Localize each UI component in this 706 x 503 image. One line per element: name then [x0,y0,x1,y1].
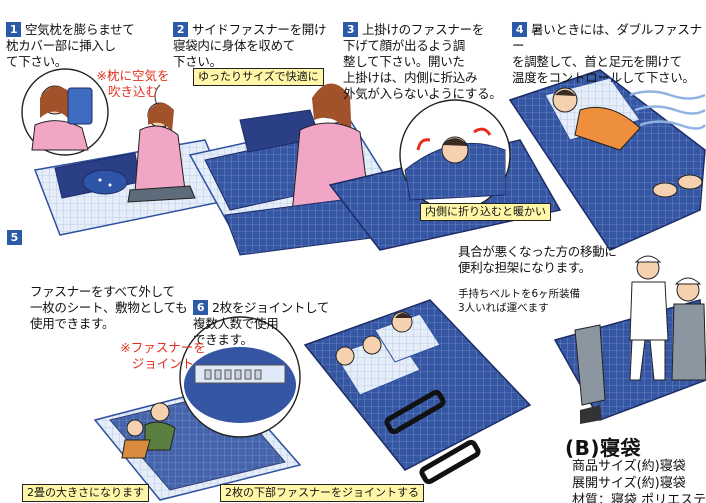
product-material-line: 材質：寝袋 ポリエステ [572,493,706,503]
joint-tag: 2枚の下部ファスナーをジョイントする [220,484,424,502]
step-5-badge: 5 [7,230,22,245]
fold-tag: 内側に折り込むと暖かい [420,203,551,221]
step-2-badge: 2 [173,22,188,37]
product-size-line: 商品サイズ(約)寝袋 [572,459,686,474]
panel4-sleeping-bag [508,69,706,251]
step-2-text: サイドファスナーを開け 寝袋内に身体を収めて 下さい。 [173,22,327,69]
stretcher-illustration [553,255,706,424]
step-6-text: 2枚をジョイントして 複数人数で使用 できます。 [193,300,330,347]
step-1-text: 空気枕を膨らませて 枕カバー部に挿入し て下さい。 [6,22,135,69]
step-5-text: ファスナーをすべて外して 一枚のシート、敷物としても 使用できます。 [30,284,188,331]
step-6-badge: 6 [193,300,208,315]
step-3-badge: 3 [343,22,358,37]
product-open-size-line: 展開サイズ(約)寝袋 [572,476,686,491]
step-3-text: 上掛けのファスナーを 下げて顔が出るよう調 整して下さい。開いた 上掛けは、内側… [343,22,502,101]
product-heading: (B)寝袋 [565,436,642,460]
step-4-text: 暑いときには、ダブルファスナー を調整して、首と足元を開けて 温度をコントロール… [512,22,702,85]
panel3-sleeping-bag [328,99,562,251]
stretcher-note: 手持ちベルトを6ヶ所装備 3人いれば運べます [458,288,581,314]
comfort-tag: ゆったりサイズで快適に [193,68,324,86]
step-4-badge: 4 [512,22,527,37]
product-specs: 商品サイズ(約)寝袋 展開サイズ(約)寝袋 材質：寝袋 ポリエステ [572,458,706,503]
panel1-sleeping-bag [33,84,232,236]
stretcher-text: 具合が悪くなった方の移動に 便利な担架になります。 [458,244,617,275]
pillow-note: ※枕に空気を 吹き込む [96,68,170,99]
zipper-note: ※ファスナーを ジョイント [120,340,206,371]
panel5-flat-sheet [93,316,302,501]
step-1-badge: 1 [6,22,21,37]
panel1-inset-circle [21,68,109,156]
panel6-joined-bags [303,299,532,485]
tatami-tag: 2畳の大きさになります [22,484,149,502]
